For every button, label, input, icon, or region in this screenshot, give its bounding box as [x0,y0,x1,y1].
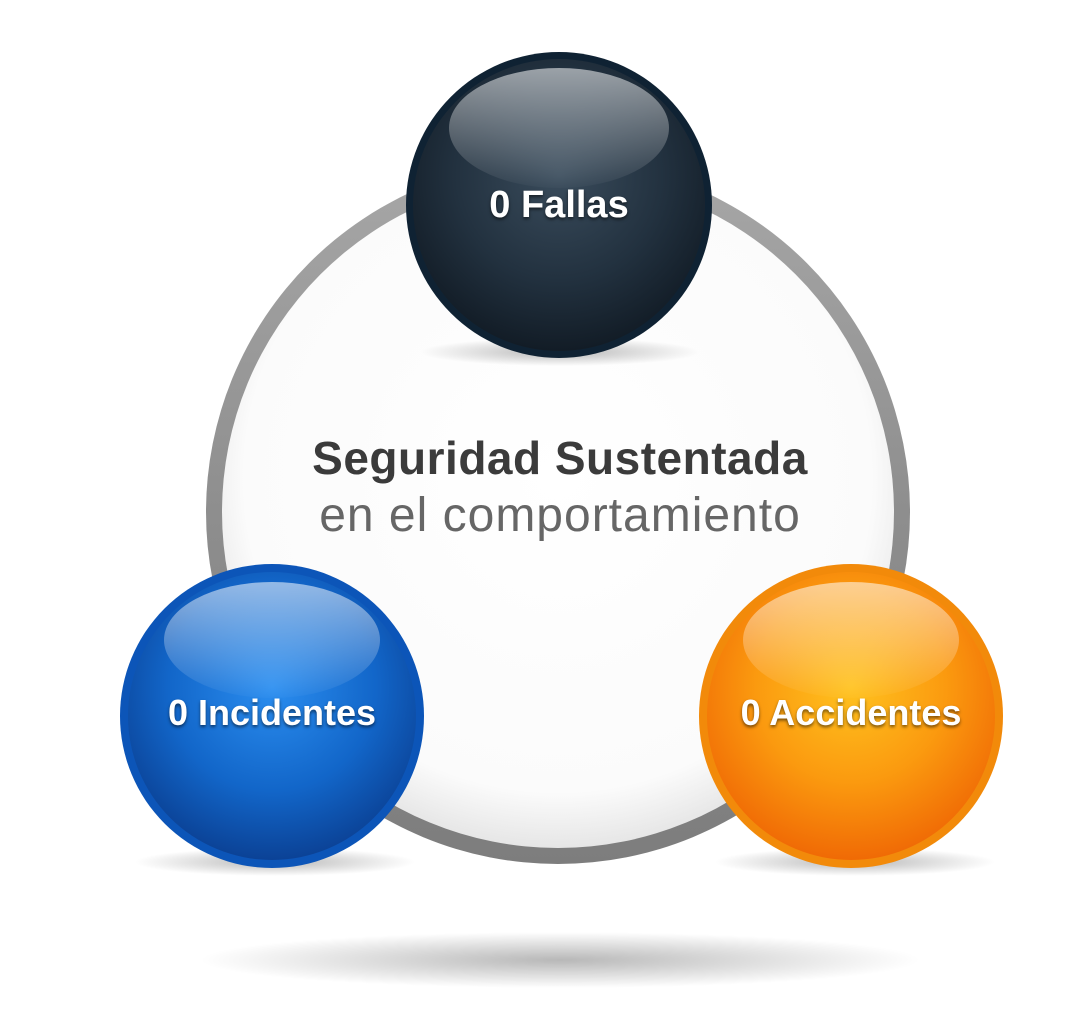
node-label-incidentes: 0 Incidentes [167,692,377,733]
center-text-block: Seguridad Sustentada en el comportamient… [240,428,880,544]
center-title: Seguridad Sustentada [312,432,808,484]
node-incidentes-circle [120,564,424,876]
node-label-fallas: 0 Fallas [489,184,629,226]
node-fallas-circle [406,52,712,366]
node-label-accidentes: 0 Accidentes [740,692,962,733]
node-accidentes-circle [699,564,1003,876]
center-subtitle: en el comportamiento [319,489,801,542]
